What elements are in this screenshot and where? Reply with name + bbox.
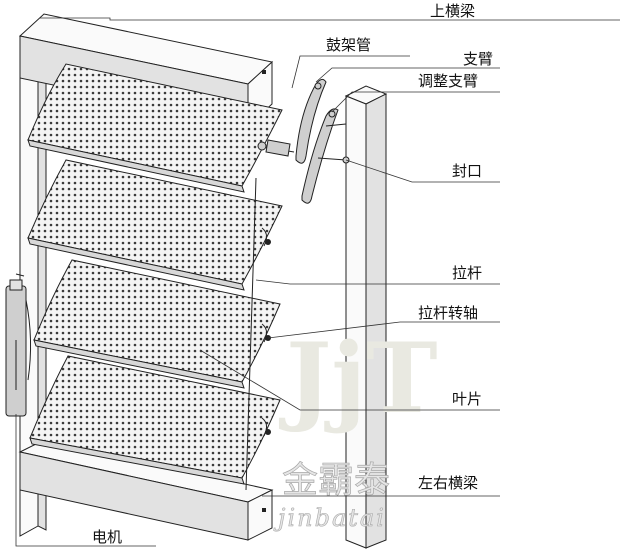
label-adjust-arm: 调整支臂	[418, 72, 478, 90]
watermark-brand-cn: 金霸泰	[282, 460, 390, 501]
louver-blade-3	[33, 259, 281, 389]
label-side-beam: 左右横梁	[418, 474, 478, 492]
label-motor: 电机	[92, 528, 122, 546]
bottom-beam	[18, 439, 274, 541]
louver-blade-2	[27, 159, 283, 291]
drum-tube-part	[257, 139, 295, 157]
motor-actuator	[5, 273, 32, 417]
label-drum-tube: 鼓架管	[326, 36, 371, 54]
watermark-brand-en: jinbatai	[273, 504, 386, 532]
watermark: JjT 金霸泰 jinbatai	[273, 322, 438, 532]
label-pull-rod: 拉杆	[452, 264, 482, 282]
leader-lines	[15, 17, 620, 547]
louver-blade-4	[29, 355, 281, 485]
label-pull-rod-pivot: 拉杆转轴	[418, 304, 478, 322]
watermark-logo: JjT	[278, 322, 438, 435]
support-arm-part	[295, 78, 327, 164]
louver-blade-1	[27, 63, 283, 193]
label-seal: 封口	[452, 162, 482, 180]
pull-rod	[245, 177, 271, 491]
label-top-beam: 上横梁	[430, 2, 475, 20]
part-labels: 上横梁 鼓架管 支臂 调整支臂 封口 拉杆 拉杆转轴 叶片 左右横梁 电机	[92, 2, 493, 546]
label-support-arm: 支臂	[463, 50, 493, 68]
right-frame-post	[344, 85, 388, 549]
label-blade: 叶片	[452, 390, 482, 408]
